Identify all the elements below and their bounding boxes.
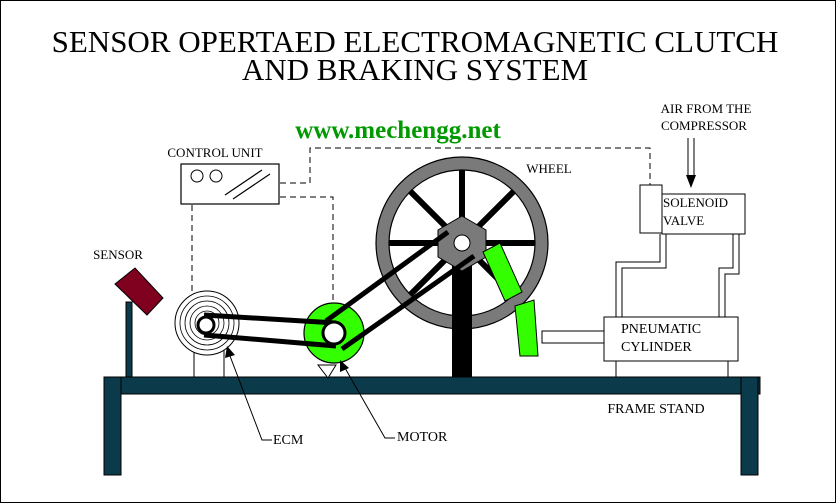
- sensor: [114, 267, 164, 378]
- frame-stand: [103, 376, 761, 476]
- air-label-2: COMPRESSOR: [661, 118, 747, 133]
- title-line-1: SENSOR OPERTAED ELECTROMAGNETIC CLUTCH: [52, 24, 779, 59]
- pneumatic-label-2: CYLINDER: [621, 340, 692, 355]
- control-wiring: [191, 147, 651, 310]
- motor-label: MOTOR: [397, 430, 448, 445]
- ecm-label: ECM: [273, 433, 304, 448]
- sensor-label: SENSOR: [93, 247, 143, 262]
- control-unit-label: CONTROL UNIT: [167, 145, 262, 160]
- motor-pointer: [340, 360, 395, 439]
- wheel-label: WHEEL: [526, 161, 572, 176]
- solenoid-label-2: VALVE: [663, 213, 704, 228]
- pneumatic-label-1: PNEUMATIC: [621, 322, 701, 337]
- brake-arm: [482, 242, 539, 357]
- belt-ecm-motor: [203, 312, 337, 349]
- air-label-1: AIR FROM THE: [661, 101, 752, 116]
- control-unit: [180, 163, 280, 205]
- watermark-text: www.mechengg.net: [295, 117, 501, 144]
- ecm-pointer: [225, 346, 272, 441]
- pneumatic-cylinder: [541, 316, 739, 378]
- motor-pulley: [321, 320, 347, 346]
- air-pipes: [615, 234, 740, 318]
- frame-stand-label: FRAME STAND: [607, 402, 704, 417]
- title-line-2: AND BRAKING SYSTEM: [242, 52, 588, 87]
- ecm-pulley: [196, 315, 216, 335]
- solenoid-label-1: SOLENOID: [663, 195, 728, 210]
- solenoid-valve: [639, 138, 746, 235]
- belt-motor-wheel: [324, 229, 476, 352]
